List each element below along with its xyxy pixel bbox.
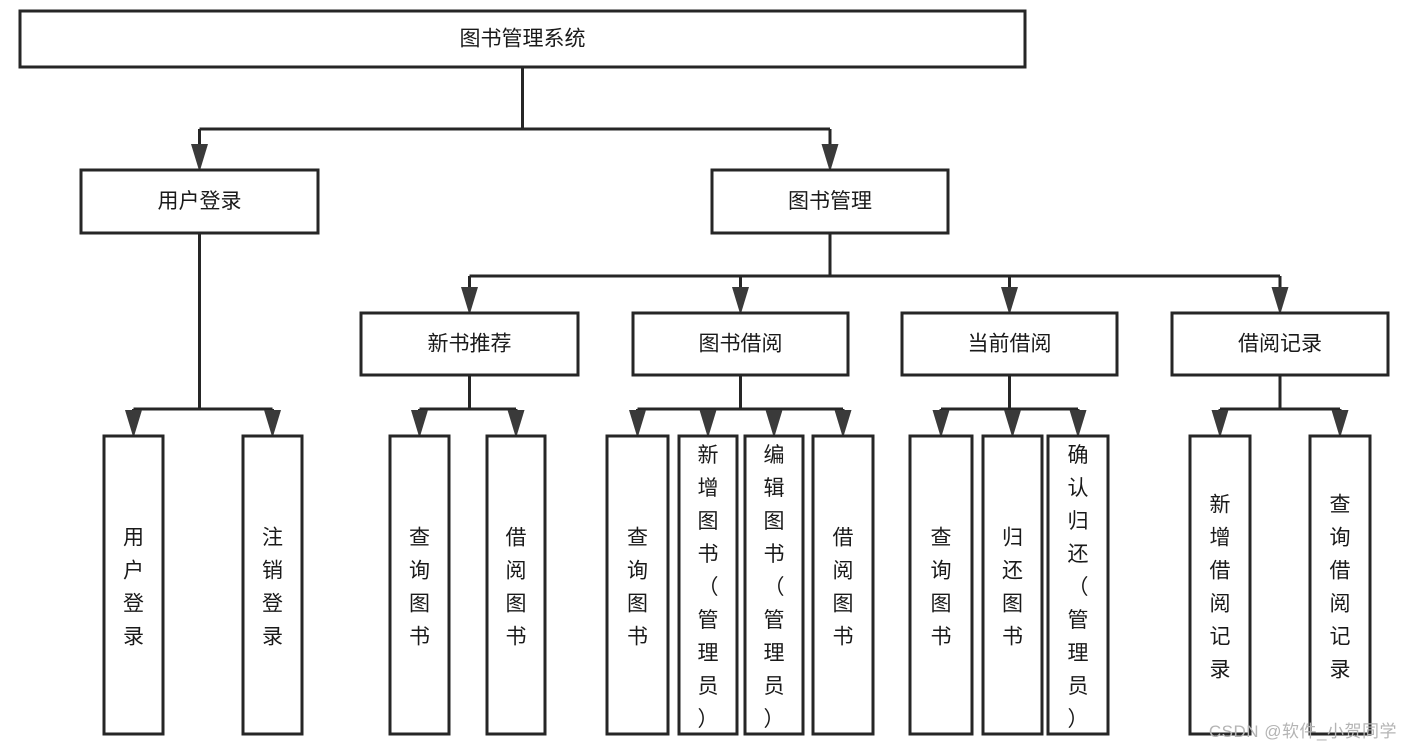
- node-box-borrow-book-2: [811, 434, 875, 736]
- arrow-head-query-book-2: [629, 410, 646, 438]
- node-edit-book[interactable]: 编辑图书（管理员）: [743, 434, 805, 736]
- arrow-head-query-book-1: [411, 410, 428, 438]
- node-user-login-leaf[interactable]: 用户登录: [102, 434, 165, 736]
- arrow-head-current-borrow: [1001, 287, 1018, 315]
- node-box-book-management: [710, 168, 950, 235]
- node-current-borrow[interactable]: 当前借阅: [900, 311, 1119, 377]
- node-label-return-book: 归还图书: [1002, 527, 1023, 649]
- node-label-confirm-return: 确认归还（管理员）: [1068, 444, 1089, 731]
- node-box-user-login-leaf: [102, 434, 165, 736]
- node-box-book-borrow: [631, 311, 850, 377]
- node-label-current-borrow: 当前借阅: [968, 333, 1052, 356]
- node-label-book-borrow: 图书借阅: [699, 333, 783, 356]
- node-query-book-3[interactable]: 查询图书: [908, 434, 974, 736]
- node-box-edit-book: [743, 434, 805, 736]
- node-label-book-management: 图书管理: [788, 190, 872, 213]
- node-label-user-logout-leaf: 注销登录: [262, 527, 283, 649]
- node-confirm-return[interactable]: 确认归还（管理员）: [1046, 434, 1110, 736]
- arrow-head-confirm-return: [1069, 410, 1087, 438]
- arrow-head-borrow-book-2: [834, 410, 852, 438]
- node-box-root: [18, 9, 1027, 69]
- node-box-borrow-records: [1170, 311, 1390, 377]
- node-box-query-book-3: [908, 434, 974, 736]
- node-borrow-book-1[interactable]: 借阅图书: [485, 434, 547, 736]
- node-label-query-book-2: 查询图书: [627, 527, 648, 649]
- node-label-query-book-1: 查询图书: [409, 527, 430, 649]
- node-label-root: 图书管理系统: [460, 28, 586, 51]
- arrow-head-user-login: [191, 144, 208, 172]
- node-box-query-borrow-record: [1308, 434, 1372, 736]
- node-box-confirm-return: [1046, 434, 1110, 736]
- arrow-head-user-login-leaf: [125, 410, 142, 438]
- node-label-borrow-records: 借阅记录: [1238, 333, 1322, 356]
- node-box-add-borrow-record: [1188, 434, 1252, 736]
- node-box-user-login: [79, 168, 320, 235]
- arrow-head-add-borrow-record: [1211, 410, 1229, 438]
- node-query-borrow-record[interactable]: 查询借阅记录: [1308, 434, 1372, 736]
- arrow-head-query-borrow-record: [1331, 410, 1349, 438]
- arrow-head-book-borrow: [732, 287, 749, 315]
- node-box-current-borrow: [900, 311, 1119, 377]
- node-box-return-book: [981, 434, 1044, 736]
- node-box-user-logout-leaf: [241, 434, 304, 736]
- node-label-edit-book: 编辑图书（管理员）: [764, 444, 785, 731]
- arrow-head-add-book: [699, 410, 717, 438]
- node-query-book-1[interactable]: 查询图书: [388, 434, 451, 736]
- node-label-query-book-3: 查询图书: [931, 527, 952, 649]
- arrow-head-new-book-recommend: [461, 287, 478, 315]
- nodes-layer: 图书管理系统用户登录用户登录注销登录图书管理新书推荐查询图书借阅图书图书借阅查询…: [18, 9, 1390, 736]
- node-new-book-recommend[interactable]: 新书推荐: [359, 311, 580, 377]
- node-root[interactable]: 图书管理系统: [18, 9, 1027, 69]
- node-book-management[interactable]: 图书管理: [710, 168, 950, 235]
- arrow-head-query-book-3: [932, 410, 950, 438]
- node-user-logout-leaf[interactable]: 注销登录: [241, 434, 304, 736]
- node-return-book[interactable]: 归还图书: [981, 434, 1044, 736]
- arrow-head-user-logout-leaf: [264, 410, 281, 438]
- node-label-query-borrow-record: 查询借阅记录: [1330, 494, 1351, 682]
- node-label-add-borrow-record: 新增借阅记录: [1210, 494, 1231, 682]
- node-user-login[interactable]: 用户登录: [79, 168, 320, 235]
- node-label-borrow-book-1: 借阅图书: [506, 527, 527, 649]
- arrow-head-borrow-book-1: [507, 410, 525, 438]
- node-label-borrow-book-2: 借阅图书: [833, 527, 854, 649]
- arrow-head-return-book: [1004, 410, 1021, 438]
- node-label-new-book-recommend: 新书推荐: [428, 333, 512, 356]
- node-add-borrow-record[interactable]: 新增借阅记录: [1188, 434, 1252, 736]
- node-add-book[interactable]: 新增图书（管理员）: [677, 434, 739, 736]
- arrow-head-borrow-records: [1271, 287, 1289, 315]
- node-label-user-login-leaf: 用户登录: [123, 527, 144, 649]
- arrow-head-book-management: [821, 144, 839, 172]
- node-label-add-book: 新增图书（管理员）: [698, 444, 719, 731]
- node-box-borrow-book-1: [485, 434, 547, 736]
- node-query-book-2[interactable]: 查询图书: [605, 434, 670, 736]
- node-box-query-book-1: [388, 434, 451, 736]
- node-box-new-book-recommend: [359, 311, 580, 377]
- node-borrow-records[interactable]: 借阅记录: [1170, 311, 1390, 377]
- node-book-borrow[interactable]: 图书借阅: [631, 311, 850, 377]
- node-borrow-book-2[interactable]: 借阅图书: [811, 434, 875, 736]
- arrow-head-edit-book: [765, 410, 783, 438]
- edges-layer: [125, 67, 1349, 438]
- node-label-user-login: 用户登录: [158, 190, 242, 213]
- node-box-query-book-2: [605, 434, 670, 736]
- node-box-add-book: [677, 434, 739, 736]
